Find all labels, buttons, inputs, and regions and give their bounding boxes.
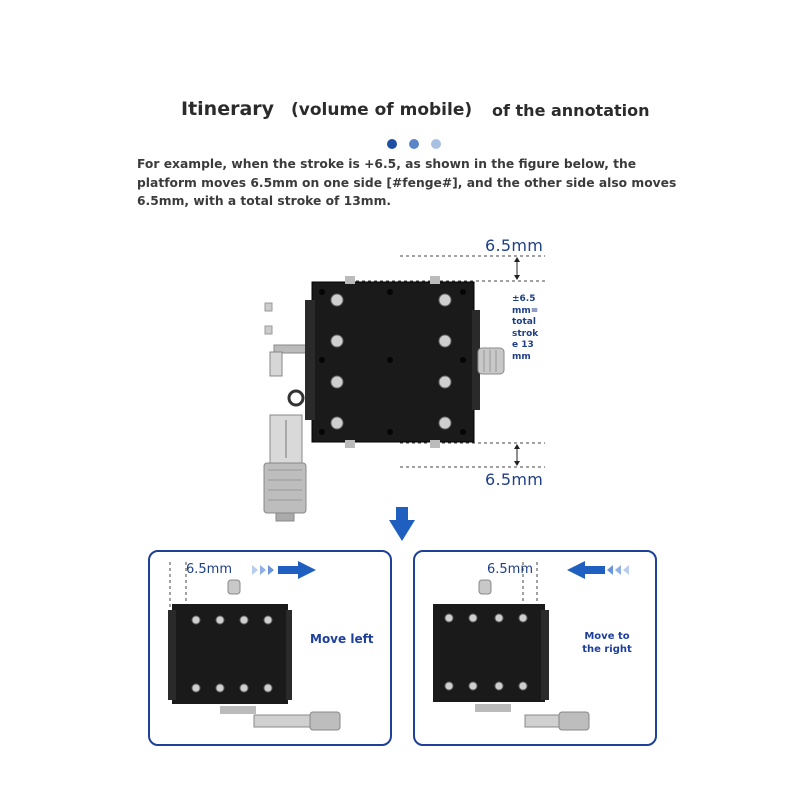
bottom-dimension-label: 6.5mm [485, 470, 544, 489]
dot-2 [409, 139, 419, 149]
adjust-knob [477, 347, 505, 375]
panel-right-drawing [433, 561, 629, 731]
right-arrow-icon [252, 561, 316, 579]
panel-left-label: Move left [310, 632, 374, 646]
title-part-itinerary: Itinerary [181, 98, 275, 120]
stroke-side-note: ±6.5mm=total stroke 13mm [512, 294, 539, 362]
page-title: Itinerary (volume of mobile) of the anno… [0, 98, 800, 128]
dot-1 [387, 139, 397, 149]
panel-left-drawing [168, 561, 341, 731]
panel-right-label: Move to the right [582, 631, 632, 655]
panel-move-right: 6.5mm Move to the right [413, 550, 657, 746]
stage-screws [330, 293, 452, 430]
top-dimension-label: 6.5mm [485, 236, 544, 255]
dot-3 [431, 139, 441, 149]
title-part-volume: (volume of mobile) [291, 100, 473, 120]
title-part-annotation: of the annotation [492, 101, 650, 120]
down-arrow-icon [389, 507, 415, 541]
left-arrow-icon [567, 561, 629, 579]
panel-left-dimension: 6.5mm [186, 562, 233, 577]
stage-plate [311, 281, 475, 443]
description-text: For example, when the stroke is +6.5, as… [137, 157, 677, 208]
panel-right-dimension: 6.5mm [487, 562, 534, 577]
panel-move-left: 6.5mm Move left [148, 550, 392, 746]
